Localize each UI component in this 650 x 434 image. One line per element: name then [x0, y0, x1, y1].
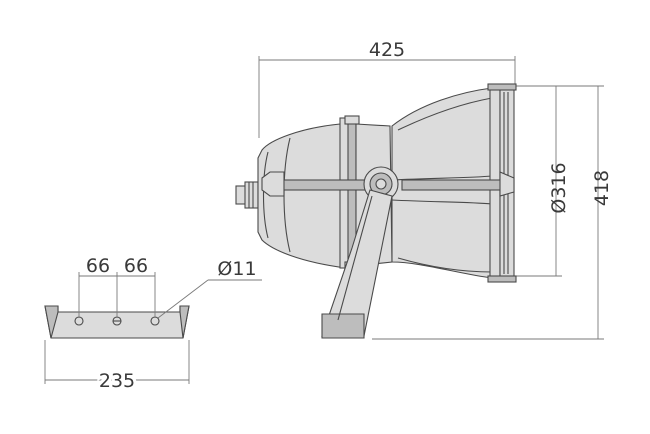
dimension-bracket-width: 235 — [44, 340, 190, 395]
hole-diameter-label: Ø11 — [217, 258, 256, 280]
dimension-lens-diameter: Ø316 — [515, 85, 570, 277]
dimension-overall-height: 418 — [372, 85, 613, 340]
cable-gland — [235, 181, 259, 209]
dimension-overall-length: 425 — [258, 39, 516, 138]
dimension-hole-diameter: Ø11 — [157, 258, 262, 319]
bracket-hole-right — [150, 316, 160, 326]
overall-height-label: 418 — [591, 170, 613, 206]
lens-diameter-label: Ø316 — [548, 162, 570, 213]
hole-spacing-right-label: 66 — [124, 255, 148, 277]
overall-length-label: 425 — [369, 39, 405, 61]
dimension-hole-spacing: 66 66 — [78, 255, 156, 318]
bracket-width-label: 235 — [99, 370, 135, 392]
rear-housing — [257, 123, 347, 269]
hole-spacing-left-label: 66 — [86, 255, 110, 277]
mounting-bracket — [44, 305, 190, 339]
floodlight-side-view — [235, 83, 517, 339]
bracket-hole-left — [74, 316, 84, 326]
